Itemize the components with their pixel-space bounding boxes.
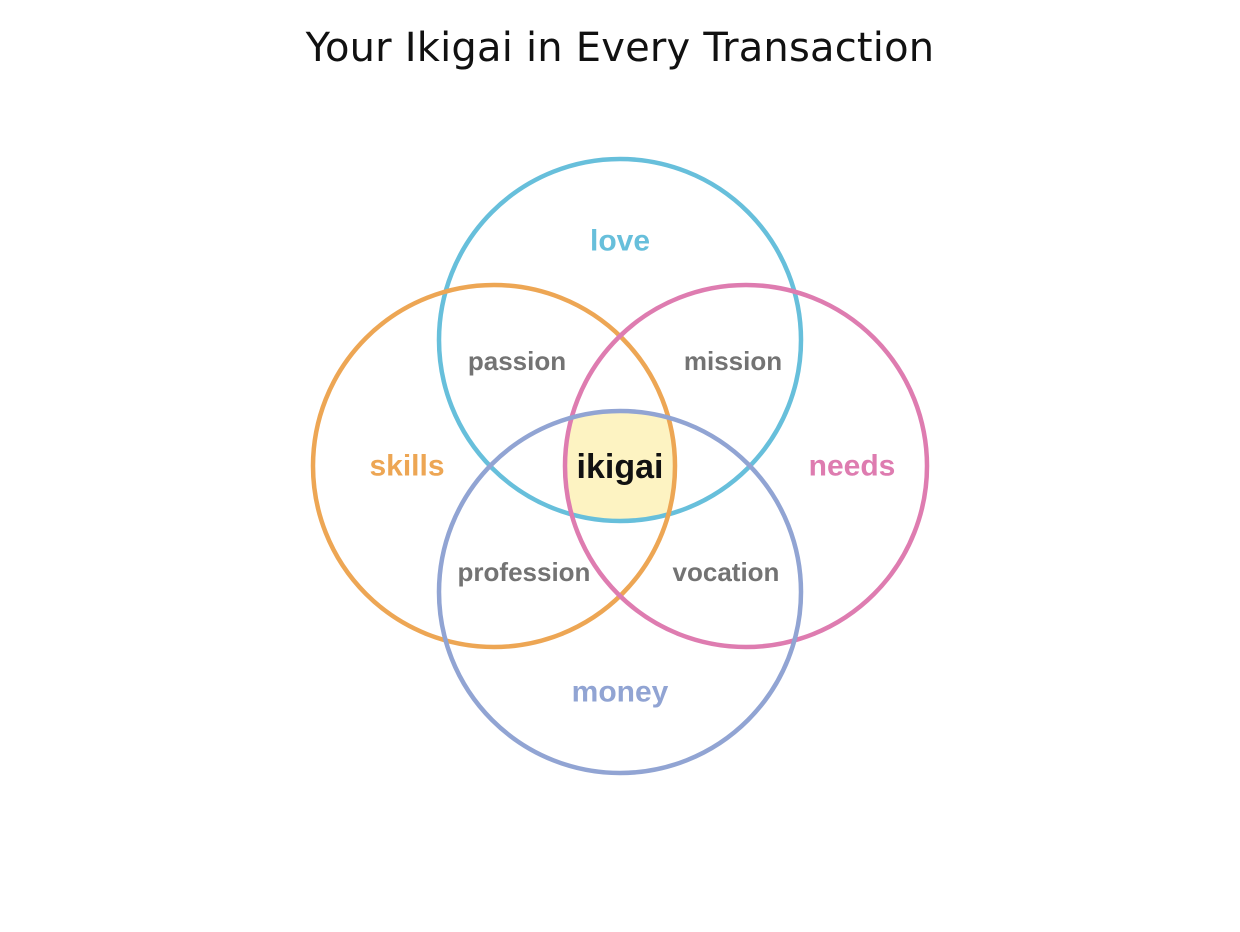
- skills-circle: [310, 282, 678, 650]
- love-label: love: [590, 225, 650, 258]
- money-label: money: [572, 676, 669, 709]
- mission-label: mission: [684, 346, 782, 376]
- profession-label: profession: [458, 557, 591, 587]
- ikigai-label: ikigai: [577, 448, 664, 486]
- vocation-label: vocation: [673, 557, 780, 587]
- needs-label: needs: [809, 450, 896, 483]
- diagram-title: Your Ikigai in Every Transaction: [305, 25, 935, 71]
- skills-label: skills: [369, 450, 444, 483]
- needs-circle: [562, 282, 930, 650]
- money-circle: [436, 408, 804, 776]
- passion-label: passion: [468, 346, 566, 376]
- love-circle: [436, 156, 804, 524]
